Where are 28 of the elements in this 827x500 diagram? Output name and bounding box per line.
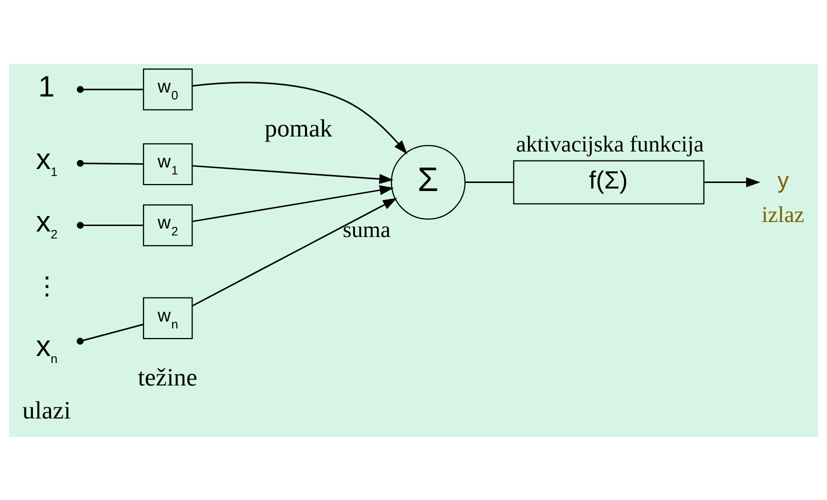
node-box: w$_{1}$ <box>142 142 193 185</box>
node-text: 1 <box>38 70 55 104</box>
connector <box>76 159 144 166</box>
node-text: x$_{n}$ <box>36 329 58 366</box>
arrow <box>192 198 398 306</box>
connector <box>76 86 144 92</box>
node-text: x$_{2}$ <box>36 204 58 241</box>
node-label: suma <box>342 216 391 242</box>
connector <box>76 221 144 228</box>
node-box: w$_{0}$ <box>142 68 193 110</box>
arrow <box>192 184 394 222</box>
node-box: w$_{n}$ <box>142 296 193 339</box>
connector <box>76 323 144 344</box>
label: ⋮ <box>34 272 60 300</box>
node-circle: Σ <box>390 144 466 220</box>
arrow <box>192 164 394 184</box>
node-text: y <box>777 167 789 192</box>
node-box: f(Σ) <box>513 160 704 204</box>
node-text: x$_{1}$ <box>36 142 58 179</box>
label: težine <box>138 364 198 392</box>
label: ulazi <box>22 396 71 424</box>
node-label: aktivacijska funkcija <box>516 131 704 156</box>
arrow <box>192 81 408 154</box>
arrow <box>704 176 760 187</box>
node-box: w$_{2}$ <box>142 204 193 246</box>
label: pomak <box>264 115 332 142</box>
connector <box>465 181 514 183</box>
node-label: izlaz <box>762 201 804 226</box>
